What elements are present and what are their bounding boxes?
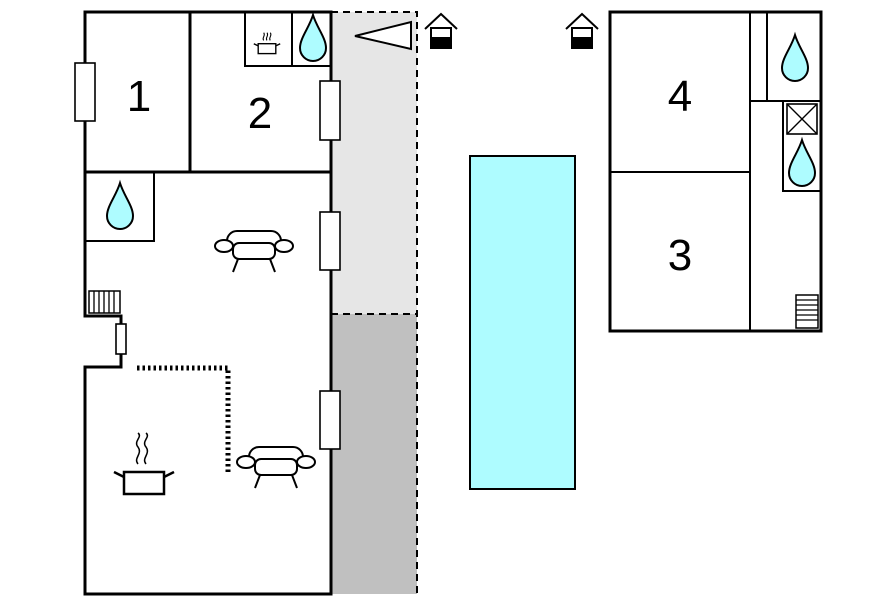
cooking-pot-icon xyxy=(253,32,281,55)
swimming-pool xyxy=(469,155,576,490)
armchair-icon xyxy=(214,230,294,273)
stairs-icon xyxy=(795,294,819,329)
window xyxy=(319,80,341,141)
house-entrance-icon xyxy=(565,12,599,49)
parasol-icon xyxy=(354,20,412,51)
room-number-1: 1 xyxy=(127,72,151,121)
terrace-dashed-outline xyxy=(331,11,418,594)
armchair-icon xyxy=(236,446,316,489)
window xyxy=(319,211,341,271)
main-house-interior-walls xyxy=(85,12,331,174)
water-drop-icon xyxy=(787,136,817,187)
kitchen-nook-walls xyxy=(244,12,331,67)
window xyxy=(115,323,127,355)
room-number-3: 3 xyxy=(668,231,692,280)
main-house-walls xyxy=(83,10,333,596)
kitchen-divider xyxy=(137,365,231,472)
water-drop-icon xyxy=(105,179,135,230)
covered-terrace xyxy=(331,12,417,314)
bathroom-walls xyxy=(85,172,155,242)
stairs-icon xyxy=(88,290,121,314)
window xyxy=(319,390,341,450)
water-drop-icon xyxy=(298,11,328,62)
room-number-2: 2 xyxy=(248,89,272,138)
room-number-4: 4 xyxy=(668,72,692,121)
house-entrance-icon xyxy=(424,12,458,49)
window xyxy=(74,62,96,122)
cooking-pot-icon xyxy=(113,432,175,496)
water-drop-icon xyxy=(780,31,810,82)
annex-interior-walls xyxy=(610,12,821,331)
ventilation-icon xyxy=(786,103,818,135)
open-terrace xyxy=(331,314,417,594)
